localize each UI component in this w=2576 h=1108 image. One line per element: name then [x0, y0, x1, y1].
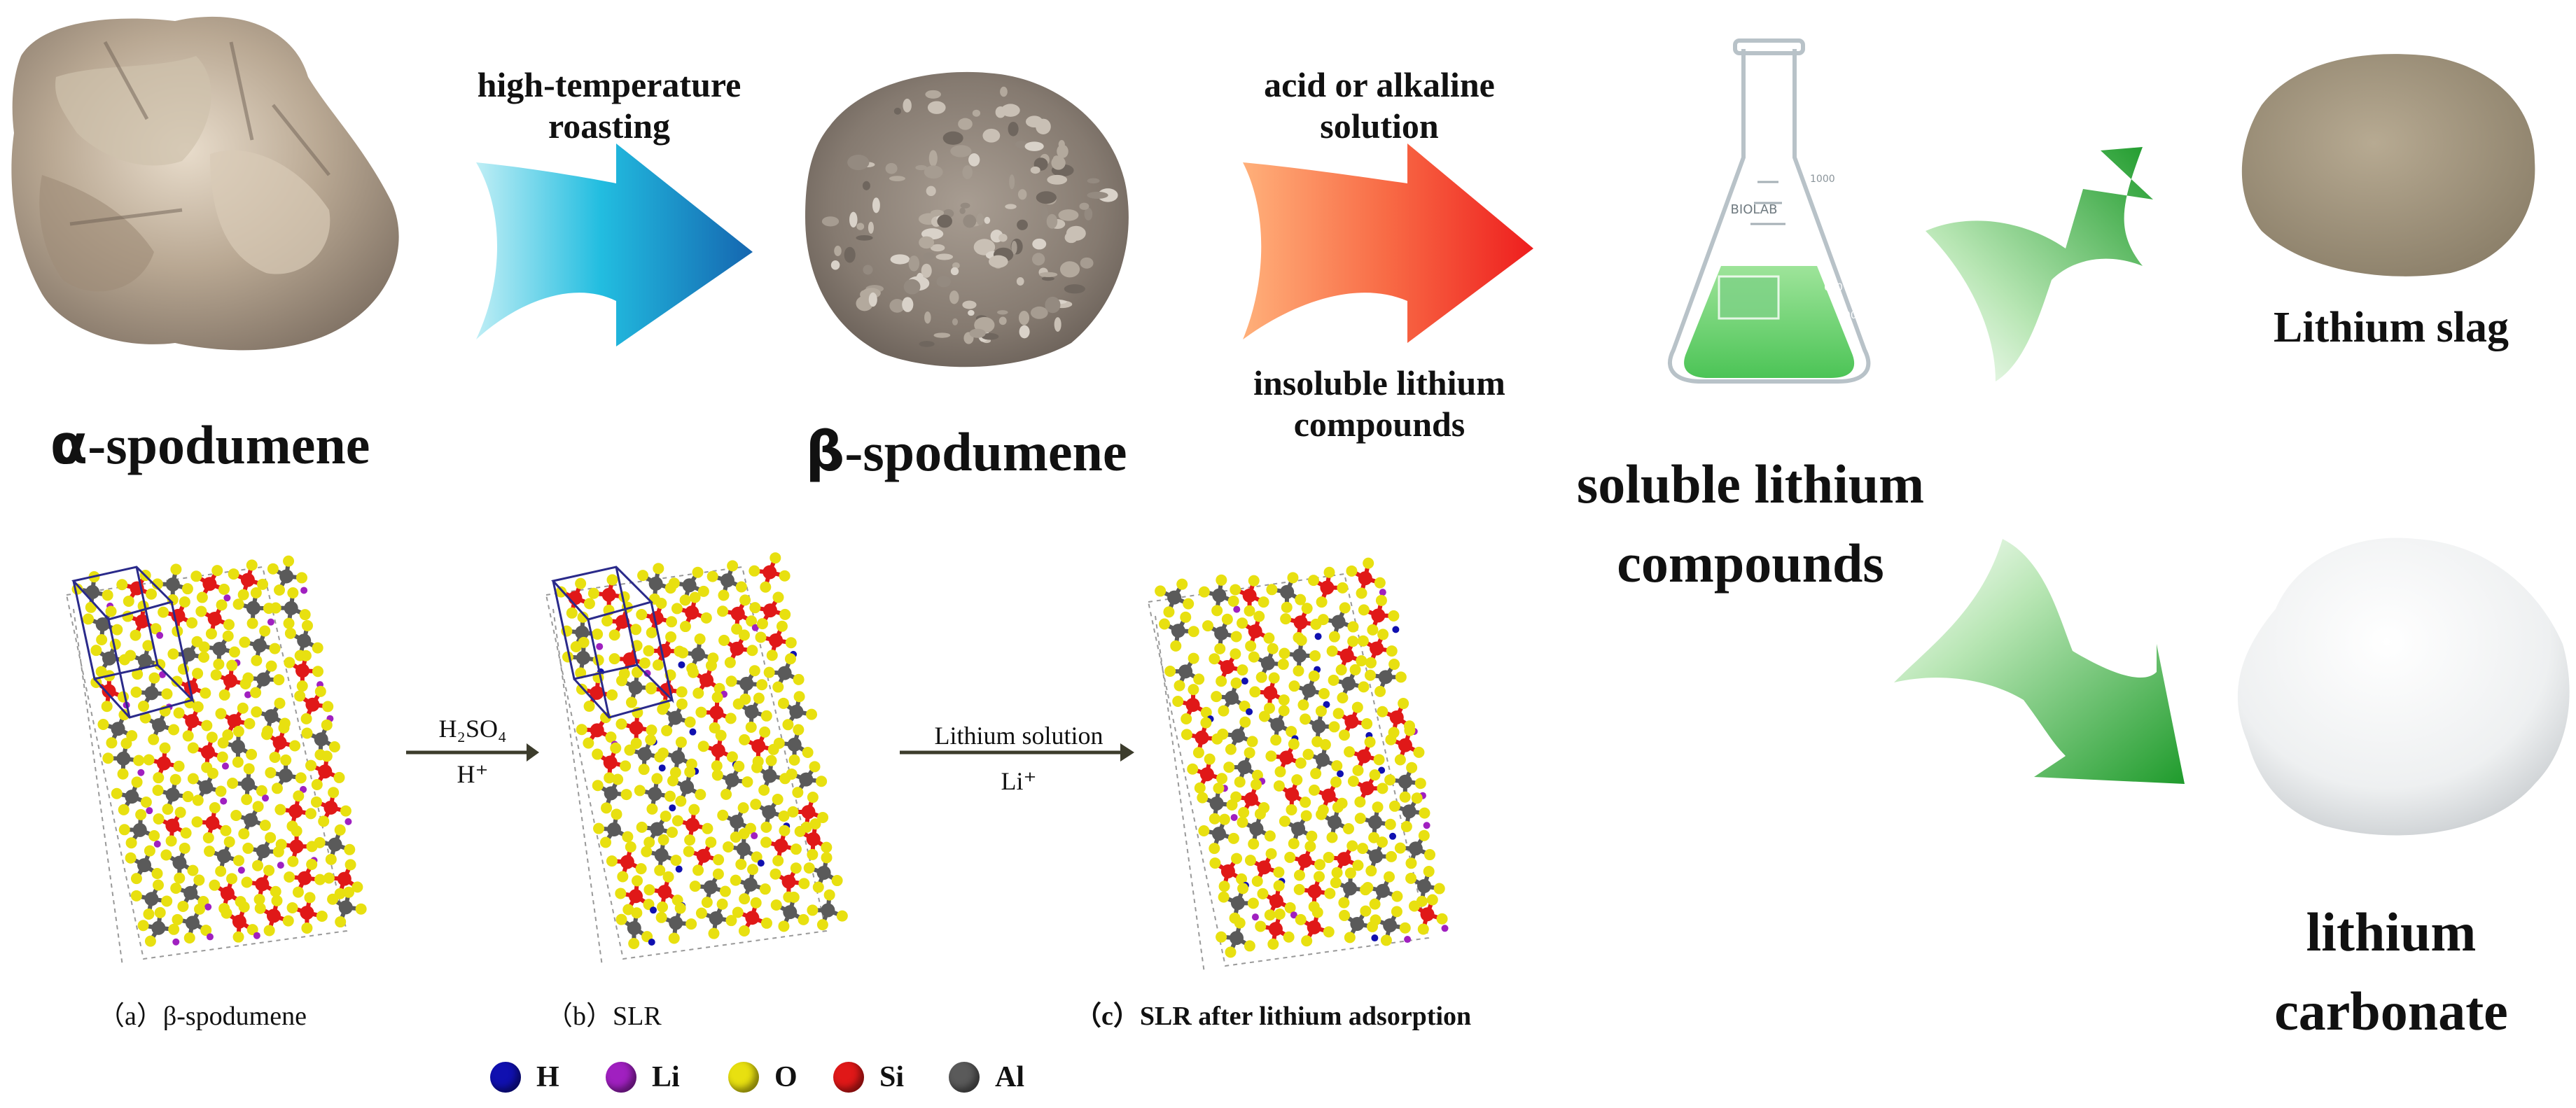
- caption-a: （a）β-spodumene: [98, 1002, 307, 1031]
- reaction-2-reagent: Lithium solution: [934, 722, 1103, 750]
- alpha-spodumene-rock-image: [11, 16, 399, 351]
- legend-label: Al: [995, 1061, 1024, 1093]
- caption-c: （c）SLR after lithium adsorption: [1075, 1002, 1472, 1031]
- svg-text:1000: 1000: [1810, 174, 1835, 185]
- legend-label: Li: [652, 1061, 680, 1093]
- svg-text:1000: 1000: [1752, 249, 1791, 267]
- reaction-1-ion: H⁺: [457, 760, 489, 788]
- to-slag-arrow: [1926, 147, 2153, 381]
- reaction-2-ion: Li⁺: [1001, 767, 1037, 795]
- legend-item-o: O: [728, 1060, 798, 1094]
- legend-item-si: Si: [833, 1060, 904, 1094]
- svg-text:600: 600: [1824, 282, 1843, 293]
- caption-b: （b）SLR: [546, 1002, 662, 1031]
- atom-ball-icon: [833, 1062, 864, 1093]
- legend-label: O: [774, 1061, 798, 1093]
- legend-label: Si: [879, 1061, 905, 1093]
- svg-text:400: 400: [1838, 310, 1857, 321]
- alpha-spodumene-label: α-spodumene: [50, 414, 370, 477]
- legend-item-h: H: [490, 1060, 559, 1094]
- reaction-arrow-2: [900, 743, 1134, 762]
- atom-ball-icon: [949, 1062, 980, 1093]
- conical-flask-image: BIOLAB 1000 1000 600 400: [1668, 38, 1871, 384]
- leaching-arrow: [1243, 143, 1533, 343]
- crystal-structures: [65, 552, 1449, 974]
- reaction-1-reagent: H₂SO₄: [438, 715, 507, 743]
- legend-label: H: [536, 1061, 559, 1093]
- roasting-arrow: [476, 143, 753, 346]
- lithium-carbonate-image: [2237, 538, 2570, 836]
- beta-spodumene-label: β-spodumene: [805, 421, 1127, 484]
- beta-spodumene-pile-image: [805, 71, 1129, 367]
- lithium-slag-image: [2241, 54, 2535, 276]
- atom-ball-icon: [728, 1062, 759, 1093]
- to-carbonate-arrow: [1894, 539, 2185, 784]
- atom-ball-icon: [606, 1062, 636, 1093]
- legend-item-al: Al: [949, 1060, 1024, 1094]
- reaction-arrow-1: [406, 743, 539, 762]
- lithium-slag-label: Lithium slag: [2274, 304, 2509, 351]
- atom-ball-icon: [490, 1062, 521, 1093]
- svg-text:BIOLAB: BIOLAB: [1731, 202, 1778, 217]
- legend-item-li: Li: [606, 1060, 680, 1094]
